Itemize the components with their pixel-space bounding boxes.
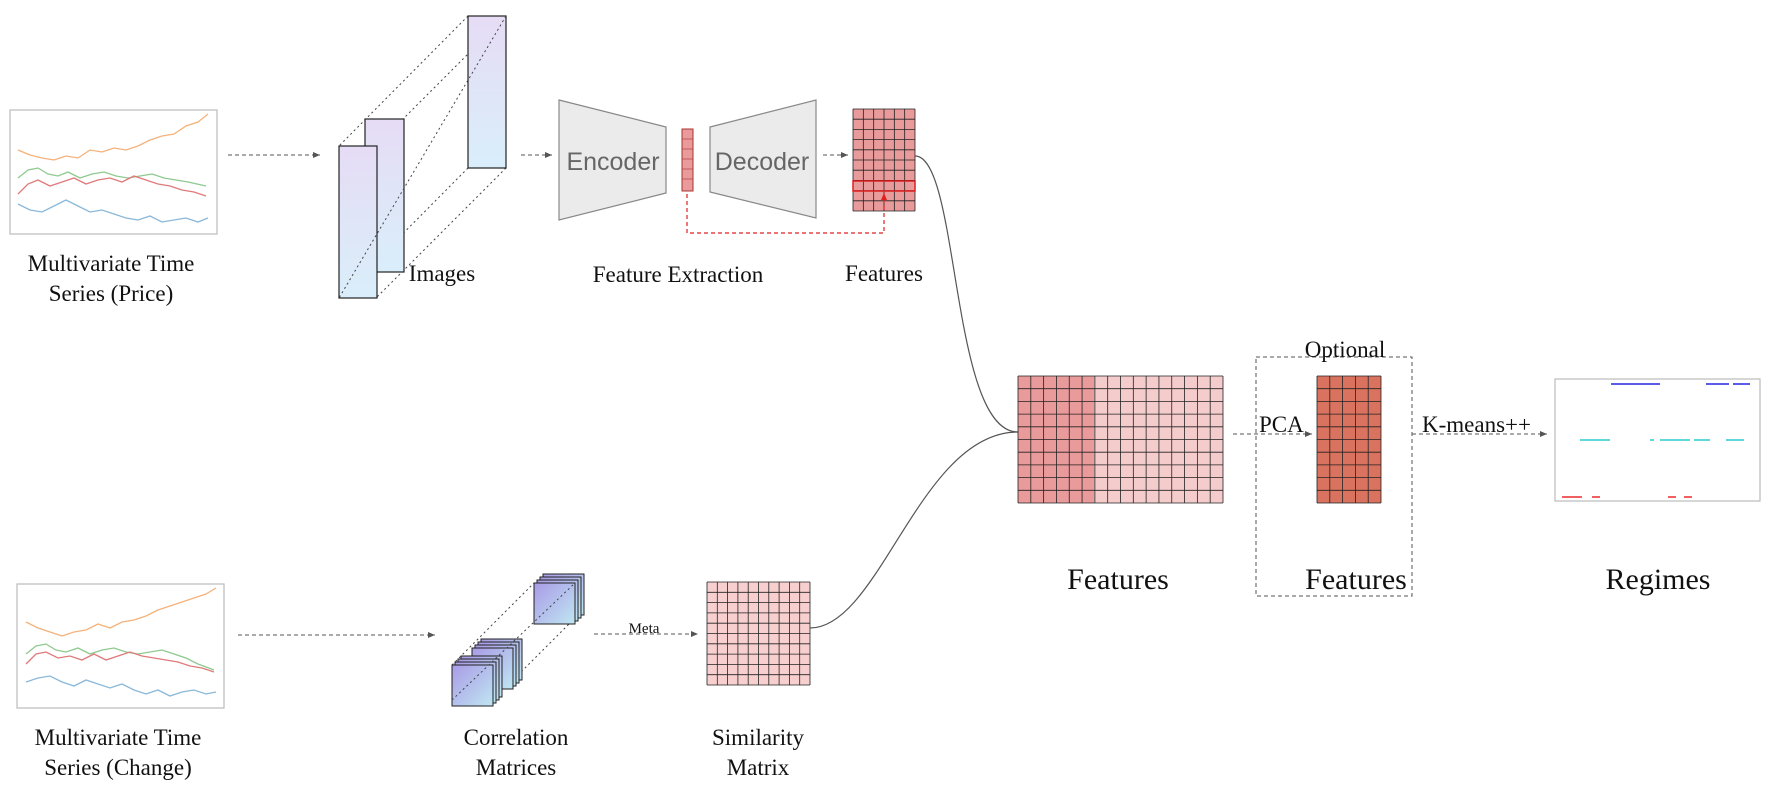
change-series-green bbox=[25, 643, 215, 671]
feature-extraction-label: Feature Extraction bbox=[593, 262, 764, 287]
features-reduced-label: Features bbox=[1305, 563, 1407, 596]
combined-features-grid bbox=[1017, 375, 1224, 504]
connector-similarity bbox=[809, 431, 1019, 629]
kmeans-label: K-means++ bbox=[1422, 412, 1531, 437]
decoder-trapezoid-icon bbox=[709, 99, 817, 219]
correlation-matrices-label-line2: Matrices bbox=[476, 755, 557, 780]
images-label: Images bbox=[409, 261, 475, 286]
similarity-matrix-grid bbox=[706, 581, 811, 686]
correlation-matrices-label: Correlation bbox=[464, 725, 569, 750]
similarity-matrix-label: Similarity bbox=[712, 725, 805, 750]
price-series-label: Multivariate Time bbox=[28, 251, 195, 276]
correlation-cube-stack-icon bbox=[451, 573, 585, 707]
price-time-series-panel bbox=[9, 109, 218, 235]
connector-top-features bbox=[914, 155, 1019, 433]
price-series-blue bbox=[17, 199, 209, 223]
image-stack-icon bbox=[338, 15, 507, 299]
encoder-trapezoid-icon bbox=[558, 99, 667, 221]
decoder-label: Decoder bbox=[715, 148, 810, 176]
regimes-label: Regimes bbox=[1606, 563, 1711, 596]
optional-pca-box bbox=[1255, 356, 1413, 597]
encoder-label: Encoder bbox=[566, 148, 659, 176]
features-combined-label: Features bbox=[1067, 563, 1169, 596]
optional-label: Optional bbox=[1305, 337, 1386, 362]
change-series-label: Multivariate Time bbox=[35, 725, 202, 750]
similarity-matrix-label-line2: Matrix bbox=[727, 755, 790, 780]
price-series-green bbox=[17, 167, 207, 187]
reduced-features-grid bbox=[1316, 375, 1382, 504]
regimes-panel bbox=[1554, 378, 1761, 502]
latent-feedback-arrow bbox=[686, 193, 887, 234]
features-top-label: Features bbox=[845, 261, 923, 286]
change-series-label-line2: Series (Change) bbox=[44, 755, 192, 780]
change-series-orange bbox=[25, 587, 217, 637]
price-series-orange bbox=[17, 113, 209, 161]
change-time-series-panel bbox=[16, 583, 225, 709]
price-series-label-line2: Series (Price) bbox=[49, 281, 174, 306]
meta-label: Meta bbox=[629, 621, 660, 637]
change-series-red bbox=[25, 651, 215, 673]
change-series-blue bbox=[25, 675, 217, 697]
price-series-red bbox=[17, 175, 207, 197]
pca-label: PCA bbox=[1259, 412, 1304, 437]
latent-vector-icon bbox=[681, 128, 694, 192]
